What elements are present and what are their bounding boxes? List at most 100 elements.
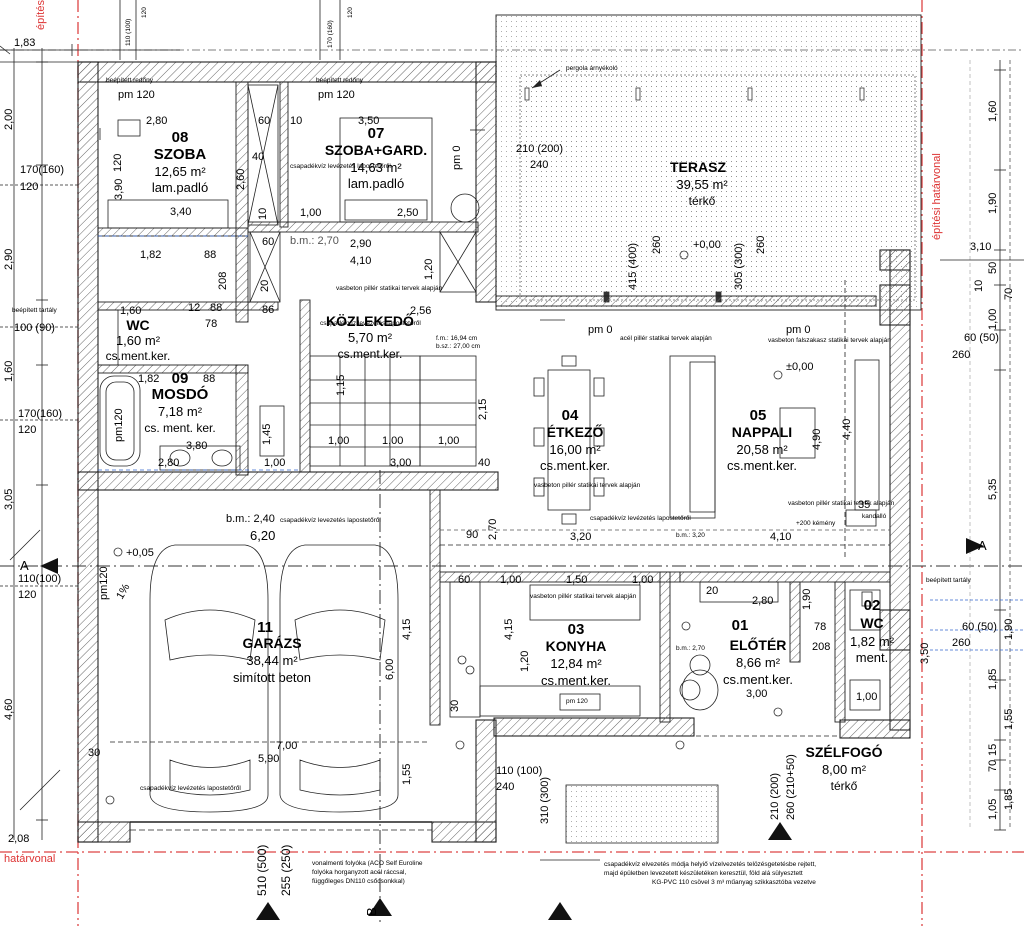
dim: 510 (500) — [255, 845, 269, 896]
dim: 60 (50) — [964, 332, 999, 344]
dim: 1,90 — [1003, 619, 1015, 640]
dim: 30 — [449, 700, 461, 712]
dim: 1,90 — [801, 589, 813, 610]
dimension-labels: 1,83 110 (100) 120 170 (160) 120 2,00 17… — [3, 7, 1015, 896]
room-id: 11 — [257, 619, 273, 636]
dim: 4,40 — [841, 419, 853, 440]
dim: 2,90 — [3, 249, 15, 270]
dim: 1,00 — [856, 691, 877, 703]
note-downspout-garage: csapadékvíz levezetés lapostetőről — [280, 517, 381, 524]
dim: 40 — [252, 151, 264, 163]
room-floor: cs.ment.ker. — [338, 347, 403, 361]
room-floor: cs.ment.ker. — [541, 673, 611, 688]
room-area: 14,63 m² — [350, 160, 402, 175]
dim: pm 0 — [588, 324, 612, 336]
note-bottom-1: csapadékvíz elvezetés módja helyiő vízel… — [604, 861, 816, 868]
dim: 60 (50) — [962, 621, 997, 633]
dim: 35 — [858, 499, 870, 511]
dim: 6,20 — [250, 528, 275, 543]
note-stair-1: f.m.: 16,94 cm — [436, 335, 477, 342]
room-area: 38,44 m² — [246, 653, 298, 668]
dim: 7,00 — [276, 740, 297, 752]
dim: 15 — [987, 744, 999, 756]
section-label-a-right: A — [978, 538, 987, 553]
room-name: SZOBA+GARD. — [325, 142, 427, 158]
dim: 2,56 — [410, 305, 431, 317]
note-pillar-1: vasbeton pillér statikai tervek alapján — [336, 285, 443, 292]
room-floor: térkő — [831, 779, 858, 793]
dim: 260 — [952, 349, 970, 361]
dim: 2,70 — [487, 519, 499, 540]
room-area: 1,82 m² — [850, 634, 895, 649]
room-area: 12,65 m² — [154, 164, 206, 179]
room-area: 16,00 m² — [549, 442, 601, 457]
room-name: TERASZ — [670, 159, 726, 175]
top-dimension-chain — [0, 0, 341, 60]
room-id: 04 — [562, 407, 579, 424]
dim: 170(160) — [18, 408, 62, 420]
dim: 120 — [141, 7, 148, 18]
dim: ±0,00 — [786, 361, 813, 373]
dim: 1,45 — [261, 424, 273, 445]
dim: b.m.: 2,70 — [676, 645, 705, 652]
dim: 1,00 — [328, 435, 349, 447]
room-id: 09 — [172, 370, 189, 387]
dim: b.m.: 2,70 — [290, 235, 339, 247]
dim: 260 (210+50) — [785, 754, 797, 820]
dim: 1,55 — [1003, 709, 1015, 730]
note-drain-1: vonalmenti folyóka (ACO Self Euroline — [312, 860, 423, 867]
room-floor: lam.padló — [152, 180, 208, 195]
room-area: 5,70 m² — [348, 330, 393, 345]
dim: 2,80 — [146, 115, 167, 127]
dim: 2,15 — [477, 399, 489, 420]
dim: 415 (400) — [627, 243, 639, 290]
dim: 1,60 — [987, 101, 999, 122]
dim: 5,35 — [987, 479, 999, 500]
left-dimension-chain — [0, 48, 78, 840]
dim: 110 (100) — [496, 765, 542, 777]
outer-walls — [77, 61, 911, 843]
note-steel-pillar: acél pillér statikai tervek alapján — [620, 335, 712, 342]
dim: 90 — [466, 529, 478, 541]
dim: 10 — [973, 280, 985, 292]
room-name: MOSDÓ — [152, 385, 209, 403]
dim: 1,05 — [987, 799, 999, 820]
dim: 1,00 — [500, 574, 521, 586]
room-floor: cs.ment.ker. — [727, 458, 797, 473]
dim: 20 — [706, 585, 718, 597]
dim: 2,90 — [350, 238, 371, 250]
room-id: 05 — [750, 407, 767, 424]
section-markers — [40, 538, 984, 920]
note-tank-left: beépített tartály — [12, 307, 58, 314]
dim: 1,85 — [987, 669, 999, 690]
dim: 3,05 — [3, 489, 15, 510]
dim: 10 — [257, 208, 269, 220]
dim: 2,80 — [752, 595, 773, 607]
dim: 1,60 — [120, 305, 141, 317]
dim: b.m.: 2,40 — [226, 513, 275, 525]
right-dimension-chain — [930, 60, 1024, 831]
note-chimney: +200 kémény — [796, 520, 836, 527]
leader-arrows — [9, 128, 600, 861]
room-name: WC — [126, 317, 149, 333]
dim: 3,10 — [970, 241, 991, 253]
dim: 6,00 — [384, 659, 396, 680]
room-name: KONYHA — [546, 638, 607, 654]
car-right — [279, 544, 399, 813]
dim: 100 (90) — [14, 322, 55, 334]
note-tank-right: beépített tartály — [926, 577, 972, 584]
note-bottom-2: majd épületben levezetett készületéken k… — [604, 870, 803, 877]
dim: 1,20 — [423, 259, 435, 280]
dim: 10 — [290, 115, 302, 127]
dim: 240 — [530, 159, 548, 171]
dim: 3,80 — [186, 440, 207, 452]
dim: pm 0 — [786, 324, 810, 336]
note-cabinet: beépített redőny — [106, 77, 154, 84]
dim: 5,90 — [258, 753, 279, 765]
section-label-b: B — [364, 907, 379, 916]
dim: pm 0 — [451, 146, 463, 170]
dim: 208 — [217, 272, 229, 290]
room-labels: 08 SZOBA 12,65 m² lam.padló 07 SZOBA+GAR… — [106, 125, 895, 793]
boundary-label-left-bottom: határvonal — [4, 853, 55, 865]
note-downspout-kitchen: csapadékvíz levézetés lapostetőről — [590, 515, 691, 522]
